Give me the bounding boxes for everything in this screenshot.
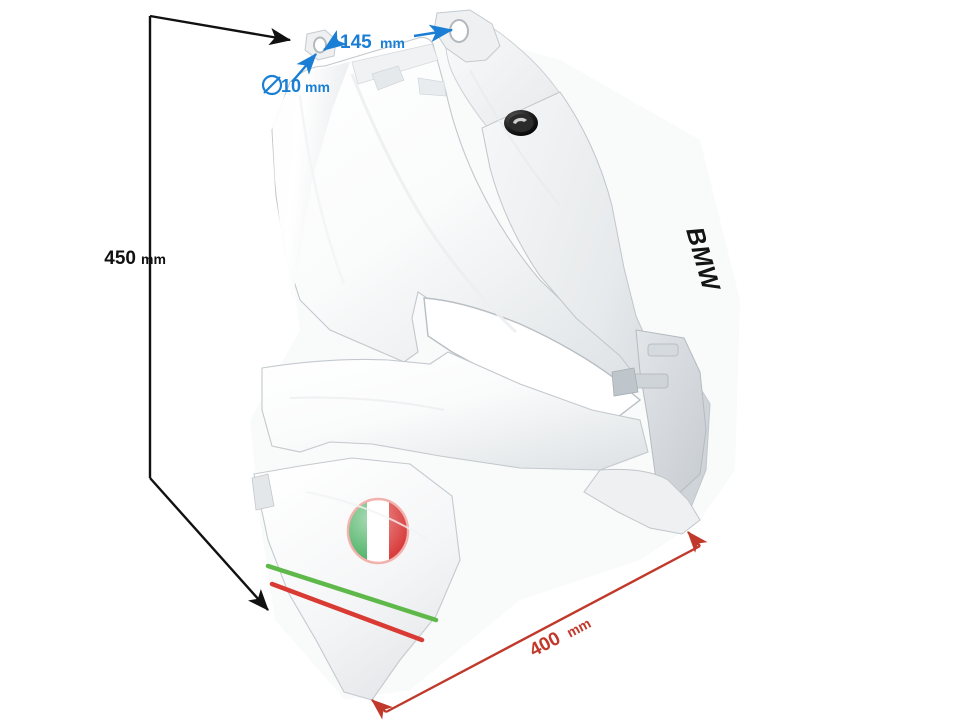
highlight-crease-1 bbox=[350, 73, 518, 334]
label-450-value: 450 bbox=[104, 248, 136, 269]
dim-400-right-segment bbox=[687, 531, 708, 553]
highlight-crease-3 bbox=[469, 69, 561, 207]
lower-right-swoop bbox=[583, 468, 701, 535]
lower-flap-notch bbox=[251, 473, 275, 511]
mid-body-panel bbox=[261, 351, 649, 471]
dim-145-right-arrow bbox=[413, 24, 454, 43]
diameter-symbol-icon bbox=[261, 74, 283, 96]
label-450: 450 mm bbox=[104, 248, 166, 269]
top-center-clip-detail bbox=[371, 65, 405, 91]
dim-145-left-arrow bbox=[322, 29, 348, 52]
dimension-10-graphic bbox=[261, 53, 317, 96]
label-145-value: 145 bbox=[340, 32, 372, 53]
bracket-clip bbox=[611, 367, 639, 397]
dim-400-span-line bbox=[385, 544, 701, 714]
label-450-unit: mm bbox=[141, 251, 166, 267]
bracket-tab-upper bbox=[647, 343, 679, 357]
dimension-450-graphic bbox=[148, 14, 292, 611]
headlight-aperture bbox=[423, 297, 642, 421]
dimension-145-graphic bbox=[322, 24, 454, 52]
label-10-unit: mm bbox=[305, 79, 330, 95]
highlight-crease-5 bbox=[305, 491, 429, 541]
label-145-unit: mm bbox=[380, 35, 405, 51]
dim-450-bottom-leader bbox=[149, 477, 269, 611]
red-stripe bbox=[269, 581, 425, 643]
dim-450-top-leader bbox=[149, 14, 292, 46]
dim-10-leader-line bbox=[291, 53, 317, 83]
right-mount-hole bbox=[449, 19, 469, 43]
highlight-crease-2 bbox=[298, 95, 346, 285]
italian-flag-sticker bbox=[346, 497, 410, 565]
dim-400-left-segment bbox=[371, 699, 393, 720]
label-400-value: 400 bbox=[526, 628, 564, 661]
label-10: 10 mm bbox=[281, 76, 330, 96]
highlight-crease-4 bbox=[289, 396, 445, 411]
label-400-unit: mm bbox=[564, 615, 593, 641]
green-stripe bbox=[265, 563, 439, 623]
label-145: 145 mm bbox=[340, 32, 405, 53]
left-edge-highlight bbox=[272, 62, 350, 300]
fairing-part-graphic: BMW bbox=[250, 9, 740, 701]
dimension-400-graphic bbox=[371, 531, 708, 720]
inner-bracket-assembly bbox=[635, 329, 707, 497]
brand-logo-badge bbox=[504, 110, 538, 136]
top-center-clip-detail-2 bbox=[417, 77, 447, 97]
label-10-value: 10 bbox=[281, 76, 301, 96]
